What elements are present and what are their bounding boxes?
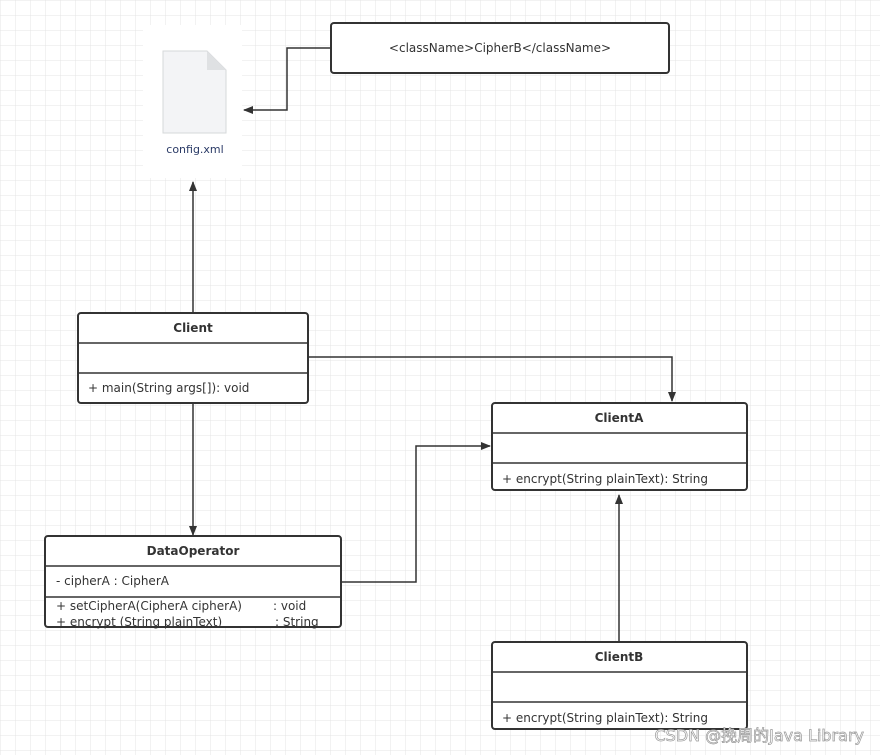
xml-note[interactable]: <className>CipherB</className>: [330, 22, 670, 74]
class-attribute: - cipherA : CipherA: [56, 574, 170, 588]
class-method: + encrypt(String plainText): String: [502, 711, 708, 725]
xml-note-text: <className>CipherB</className>: [389, 41, 611, 55]
class-clientB[interactable]: ClientB + encrypt(String plainText): Str…: [491, 641, 748, 730]
class-method-return: : void: [273, 599, 306, 613]
class-name: Client: [173, 321, 213, 335]
class-method: + encrypt (String plainText): [56, 615, 222, 629]
note-to-config-arrow: [243, 47, 331, 114]
class-method-return: : String: [275, 615, 319, 629]
config-file[interactable]: config.xml: [143, 25, 242, 178]
class-method: + encrypt(String plainText): String: [502, 472, 708, 486]
class-client[interactable]: Client + main(String args[]): void: [77, 312, 309, 404]
dataoperator-to-clientA-arrow: [341, 442, 491, 583]
class-name: ClientA: [595, 411, 644, 425]
class-clientA[interactable]: ClientA + encrypt(String plainText): Str…: [491, 402, 748, 491]
class-name: ClientB: [595, 650, 644, 664]
watermark: CSDN @挽周的Java Library: [654, 726, 864, 745]
class-method: + main(String args[]): void: [88, 381, 249, 395]
file-icon: [162, 50, 227, 134]
file-fold: [207, 51, 226, 70]
client-to-clientA-arrow: [308, 356, 676, 402]
class-name: DataOperator: [147, 544, 240, 558]
config-file-label: config.xml: [166, 143, 223, 156]
class-dataoperator[interactable]: DataOperator - cipherA : CipherA + setCi…: [44, 535, 342, 629]
class-method: + setCipherA(CipherA cipherA): [56, 599, 242, 613]
